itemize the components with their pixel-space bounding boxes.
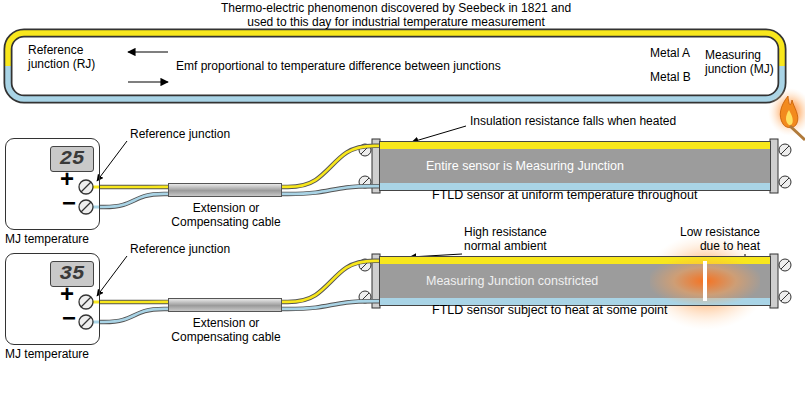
cable-caption: Extension or Compensating cable: [165, 201, 287, 229]
thermocouple-wire: [100, 309, 168, 322]
sensor-end-caps: [359, 139, 791, 193]
terminal-sign: −: [62, 306, 76, 330]
illustration-part: [779, 291, 791, 303]
thermocouple-wire: [282, 146, 380, 187]
note-label: Low resistance due to heat: [660, 226, 760, 254]
thermocouple-wire: [282, 301, 380, 309]
thermocouple-wire: [100, 301, 168, 304]
terminal-screws: [79, 180, 100, 214]
illustration-part: [79, 315, 93, 329]
meter-box: 25MJ temperature: [5, 138, 100, 230]
emf-arrow: [128, 81, 168, 82]
loop-outline: [8, 33, 782, 99]
illustration-part: [79, 200, 93, 214]
illustration-part: [779, 176, 791, 188]
sensor-text: Entire sensor is Measuring Junction: [380, 159, 624, 173]
wire-outline: [282, 146, 380, 187]
cable-box: Extension or Compensating cable: [168, 183, 282, 197]
meter-caption: MJ temperature: [5, 232, 89, 246]
diagram-title: Thermo-electric phenomenon discovered by…: [220, 2, 572, 30]
note-label: Reference junction: [130, 243, 230, 257]
wire-outline: [100, 185, 168, 190]
thermocouple-wire: [100, 194, 168, 207]
illustration-part: [781, 293, 789, 301]
sensor-box: Measuring Junction constrictedFTLD senso…: [380, 257, 770, 305]
note-label: High resistance normal ambient: [464, 226, 574, 254]
wire-outline: [100, 309, 168, 322]
wire-outline: [282, 261, 380, 302]
terminal-sign: +: [60, 167, 74, 191]
illustration-part: [779, 259, 791, 271]
leader-line: [97, 256, 127, 296]
flame-core: [786, 110, 793, 125]
sensor-caption: FTLD sensor at uniform temperature throu…: [432, 188, 697, 202]
constriction-line: [703, 261, 707, 301]
terminal-screws: [79, 295, 100, 329]
metal-a-wire: [8, 33, 782, 66]
illustration-part: [81, 317, 91, 327]
note-label: Emf proportional to temperature differen…: [176, 60, 501, 74]
note-label: Metal A: [650, 47, 690, 61]
cable-caption: Extension or Compensating cable: [165, 316, 287, 344]
sensor-caption: FTLD sensor subject to heat at some poin…: [432, 303, 668, 317]
leader-line: [412, 126, 466, 142]
wire-outline: [100, 194, 168, 207]
note-label: Reference junction: [130, 128, 230, 142]
leader-line: [97, 141, 127, 181]
match-stick: [790, 126, 805, 140]
illustration-part: [781, 146, 789, 154]
illustration-part: [781, 178, 789, 186]
flame: [780, 96, 798, 128]
illustration-part: [781, 261, 789, 269]
sensor-end-caps: [359, 254, 791, 308]
thermocouple-wire: [100, 186, 168, 189]
note-label: Reference junction (RJ): [28, 44, 120, 72]
note-label: Measuring junction (MJ): [705, 49, 781, 77]
note-label: Metal B: [650, 71, 691, 85]
sensor-text: Measuring Junction constricted: [380, 274, 598, 288]
flame-glow: [768, 88, 805, 136]
thermocouple-wire: [282, 261, 380, 302]
thermocouple-wire: [282, 186, 380, 194]
note-label: Insulation resistance falls when heated: [470, 115, 676, 129]
illustration-part: [79, 295, 93, 309]
illustration-part: [81, 202, 91, 212]
wire-outline: [100, 300, 168, 305]
meter-box: 35MJ temperature: [5, 253, 100, 345]
terminal-sign: +: [60, 282, 74, 306]
emf-arrow: [128, 51, 168, 52]
illustration-part: [79, 180, 93, 194]
illustration-part: [770, 254, 778, 308]
cable-box: Extension or Compensating cable: [168, 298, 282, 312]
illustration-part: [779, 144, 791, 156]
meter-caption: MJ temperature: [5, 347, 89, 361]
illustration-part: [81, 297, 91, 307]
metal-b-wire: [8, 66, 782, 99]
illustration-part: [770, 139, 778, 193]
sensor-box: Entire sensor is Measuring JunctionFTLD …: [380, 142, 770, 190]
illustration-part: [81, 182, 91, 192]
terminal-sign: −: [62, 191, 76, 215]
